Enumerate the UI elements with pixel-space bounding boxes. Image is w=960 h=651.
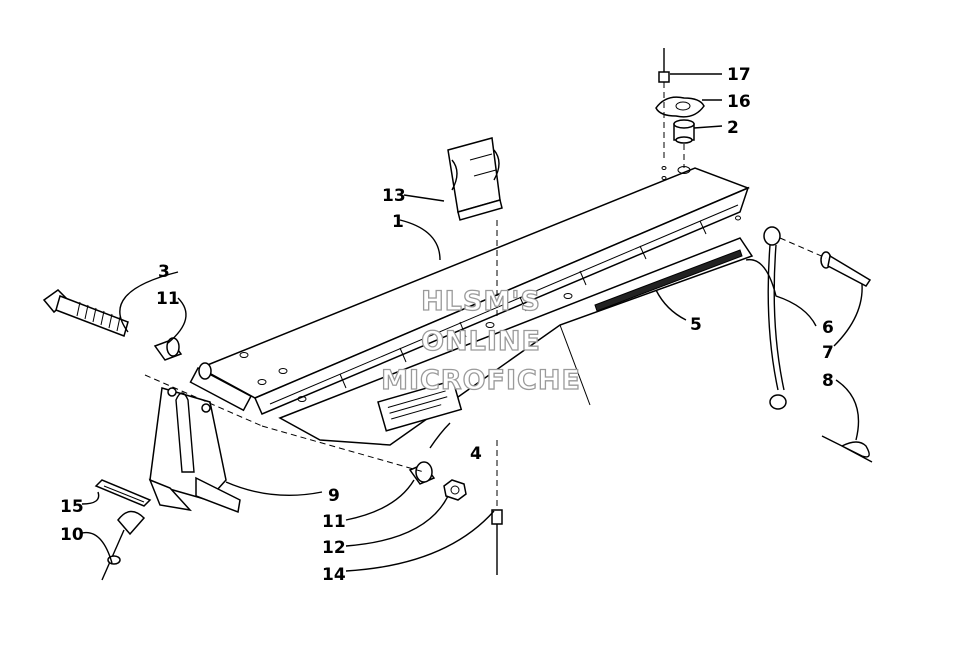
strip-part [94,479,152,507]
callout-15: 15 [60,497,84,517]
callout-6: 6 [822,318,834,338]
clip-part [447,137,503,221]
grommet-part [673,119,695,144]
callout-11-left: 11 [156,289,180,309]
callout-17: 17 [727,65,751,85]
watermark-line-2: ONLINE [421,326,541,357]
callout-14: 14 [322,565,346,585]
watermark-line-1: HLSM'S [421,286,541,317]
main-tray [189,166,754,446]
callout-3: 3 [158,262,170,282]
rivet-part-bottom [491,509,503,575]
callout-12: 12 [322,538,346,558]
callout-9: 9 [328,486,340,506]
nut-part [443,479,467,501]
watermark: HLSM'S ONLINE MICROFICHE [380,285,581,396]
callout-13: 13 [382,186,406,206]
hairpin-clip-part [821,435,873,463]
pin-part [820,251,872,287]
mount-bracket-part [148,387,241,514]
callout-8: 8 [822,371,834,391]
callout-11-right: 11 [322,512,346,532]
callout-5: 5 [690,315,702,335]
callouts: 1 2 3 4 5 6 7 8 9 10 11 11 12 13 14 15 1… [60,65,834,585]
callout-1: 1 [392,212,404,232]
watermark-line-3: MICROFICHE [381,365,581,396]
callout-10: 10 [60,525,84,545]
bolt-part [42,289,129,337]
bushing-part-right [408,461,436,485]
callout-16: 16 [727,92,751,112]
callout-2: 2 [727,118,739,138]
callout-7: 7 [822,343,834,363]
leader-lines [81,73,863,572]
tether-part [763,226,787,410]
rivet-part-top [658,48,670,83]
fastener-part [101,510,146,581]
bushing-part-left [153,337,183,361]
centerlines [144,82,827,510]
plate-part [655,96,705,118]
callout-4: 4 [470,444,482,464]
